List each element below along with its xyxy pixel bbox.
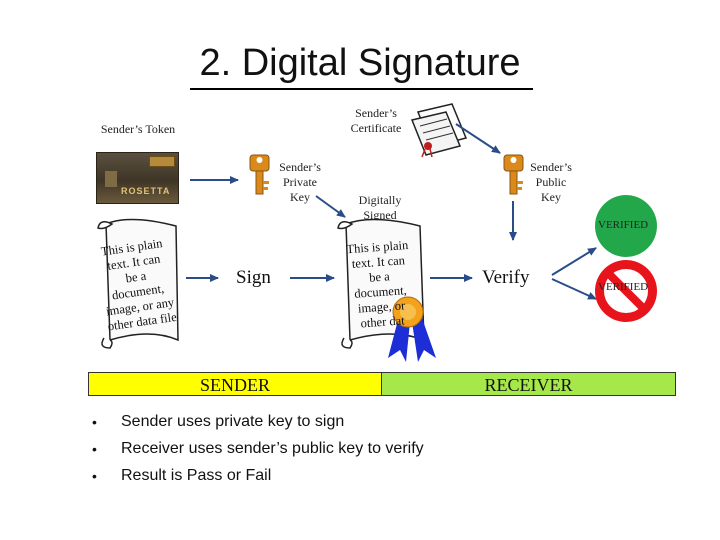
sender-bar: SENDER [88,372,382,396]
senders-public-key-label: Sender’s Public Key [530,160,572,204]
private-key-icon [249,154,270,195]
sign-label: Sign [236,267,271,288]
sender-bar-label: SENDER [199,375,270,395]
bullet-dot-icon: • [92,467,97,484]
verified-text: VERIFIED [598,219,649,231]
bullet-item: • Sender uses private key to sign [92,408,424,435]
signed-text-content: This is plain text. It can be a document… [339,237,421,332]
verified-stamp-icon [595,195,657,257]
plain-text-content: This is plain text. It can be a document… [90,235,184,336]
senders-certificate-label: Sender’s Certificate [350,106,402,135]
bullet-item: • Receiver uses sender’s public key to ve… [92,435,424,462]
public-key-icon [503,154,524,195]
private-key-to-signed-arrow [315,195,346,218]
receiver-bar-label: RECEIVER [484,375,573,395]
plain-text-scroll [97,218,179,349]
rosetta-token-image: ROSETTA [96,152,179,204]
not-verified-stamp-icon [595,260,657,322]
token-brand-text: ROSETTA [121,186,171,196]
title-underline [190,88,533,90]
verify-to-verified-arrow [551,247,597,276]
bullet-list: • Sender uses private key to sign • Receiv… [92,408,424,489]
not-verified-text: VERIFIED [598,281,649,293]
certificate-icon [410,103,468,158]
verify-to-not-verified-arrow [551,278,597,300]
bullet-dot-icon: • [92,440,97,457]
senders-private-key-label: Sender’s Private Key [279,160,321,204]
bullet-item: • Result is Pass or Fail [92,462,424,489]
token-figure [105,171,117,187]
bullet-dot-icon: • [92,413,97,430]
senders-token-label: Sender’s Token [100,122,176,136]
rosette-ribbon-icon [388,296,436,362]
bullet-text: Receiver uses sender’s public key to ver… [121,439,424,457]
bullet-text: Sender uses private key to sign [121,412,345,430]
receiver-bar: RECEIVER [381,372,676,396]
verify-label: Verify [482,267,530,288]
bullet-text: Result is Pass or Fail [121,466,272,484]
page-title: 2. Digital Signature [199,42,521,84]
certificate-to-public-key-arrow [455,123,501,154]
token-badge [149,156,175,167]
digitally-signed-label: Digitally Signed [358,193,402,222]
